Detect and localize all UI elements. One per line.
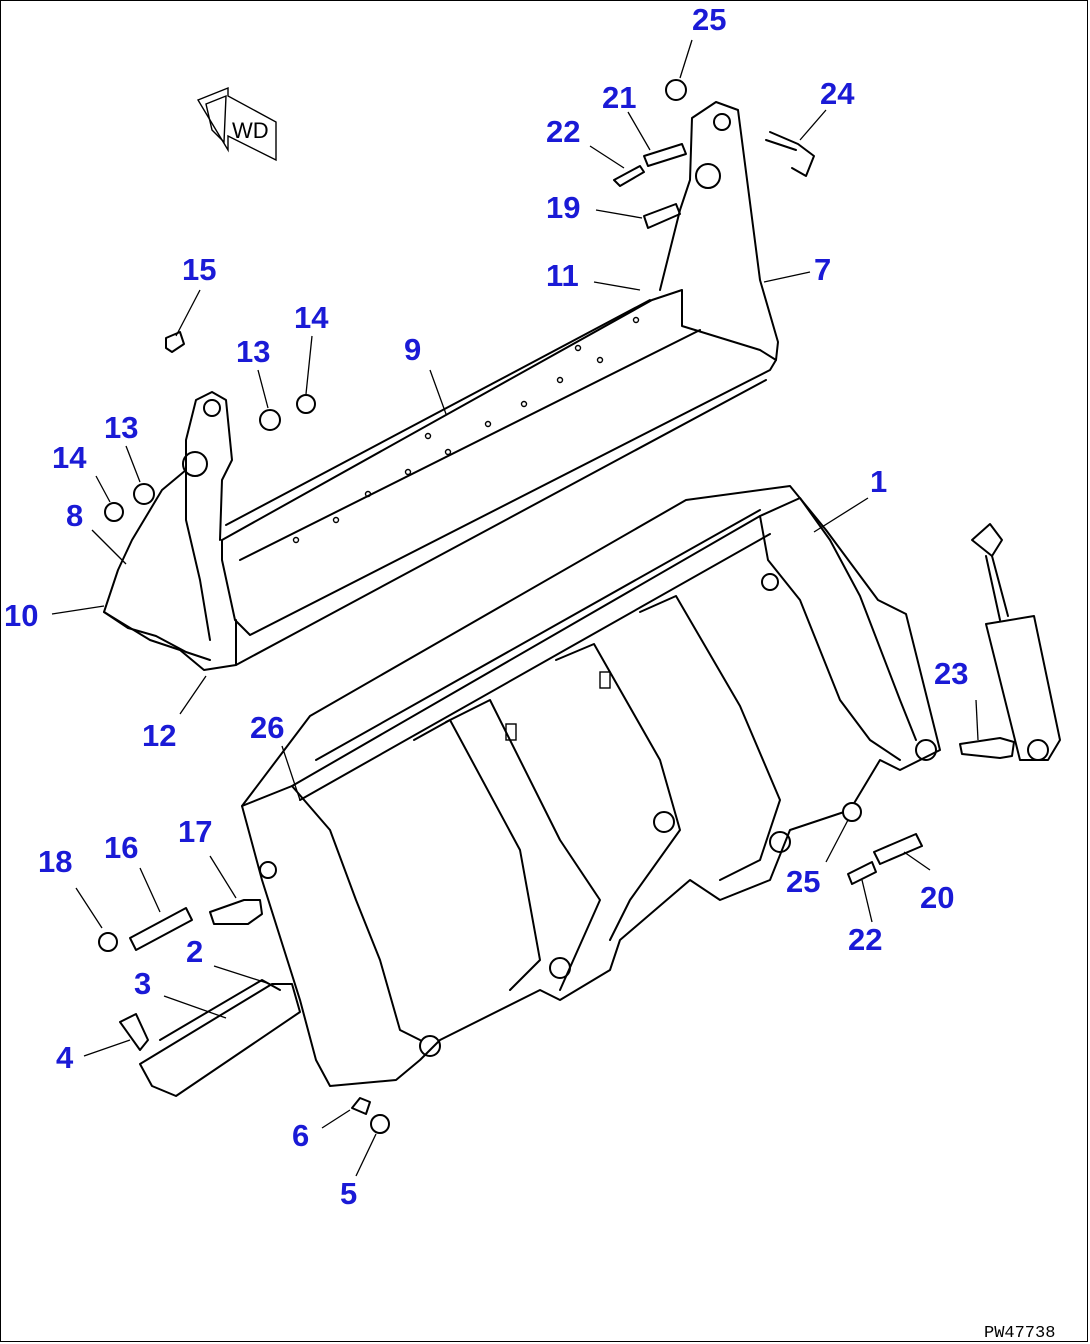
callout-22-lower: 22 [848, 922, 882, 957]
drawing-number: PW47738 [984, 1324, 1055, 1343]
callout-14-upper: 14 [294, 300, 329, 335]
callout-26: 26 [250, 710, 284, 745]
hydraulic-cylinder [971, 523, 1061, 761]
hardware-parts [98, 79, 1015, 1134]
callout-7: 7 [814, 252, 831, 287]
callout-11: 11 [546, 258, 579, 293]
callout-20: 20 [920, 880, 954, 915]
callout-2: 2 [186, 934, 203, 969]
callout-16: 16 [104, 830, 138, 865]
callout-24: 24 [820, 76, 855, 111]
callout-17: 17 [178, 814, 212, 849]
callout-5: 5 [340, 1176, 357, 1211]
callout-15: 15 [182, 252, 216, 287]
front-direction-arrow: WD [196, 86, 277, 162]
callout-9: 9 [404, 332, 421, 367]
callout-6: 6 [292, 1118, 309, 1153]
callout-21: 21 [602, 80, 636, 115]
callout-13-lower: 13 [104, 410, 138, 445]
callout-1: 1 [870, 464, 887, 499]
callout-23: 23 [934, 656, 968, 691]
callout-25-lower: 25 [786, 864, 820, 899]
direction-arrow-label: WD [232, 118, 269, 143]
bucket-body [241, 485, 941, 1087]
upper-bottom-plate-assembly [103, 101, 779, 671]
callout-12: 12 [142, 718, 176, 753]
callout-8: 8 [66, 498, 83, 533]
callout-3: 3 [134, 966, 151, 1001]
callout-14-lower: 14 [52, 440, 87, 475]
cutting-edge-assembly [139, 979, 301, 1097]
callout-4: 4 [56, 1040, 74, 1075]
callout-10: 10 [4, 598, 38, 633]
callout-25-top: 25 [692, 2, 726, 37]
callout-labels: 25 21 24 22 19 11 7 15 14 13 9 13 14 8 1… [4, 2, 968, 1211]
callout-19: 19 [546, 190, 580, 225]
leader-lines [51, 39, 979, 1177]
callout-13-upper: 13 [236, 334, 270, 369]
callout-18: 18 [38, 844, 72, 879]
callout-22-top: 22 [546, 114, 580, 149]
